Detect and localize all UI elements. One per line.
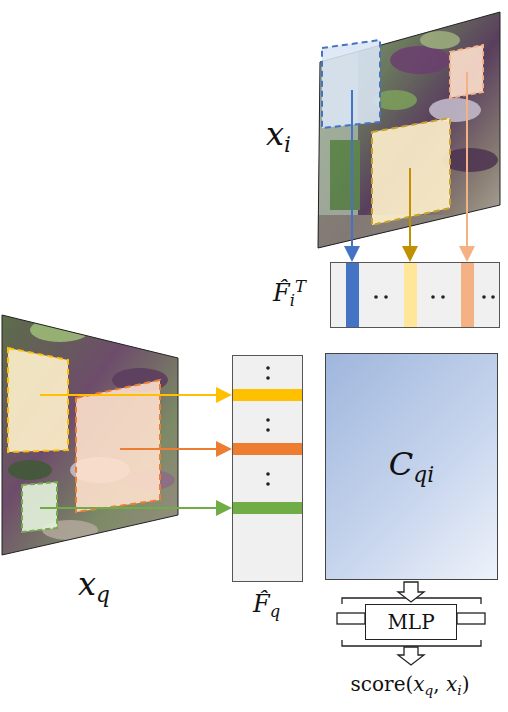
node-label: Cqi xyxy=(389,448,434,485)
flow-arrow xyxy=(398,582,424,602)
node-label: F̂iT xyxy=(273,279,306,309)
node-label: score(xq, xi) xyxy=(351,674,470,698)
feature-strip: F̂iT xyxy=(330,262,500,328)
node-label: xq xyxy=(78,568,110,605)
query-image-xi: xi xyxy=(318,10,502,250)
query-image-xq: xq xyxy=(2,312,180,558)
feature-strip: F̂q xyxy=(232,355,303,582)
correlation-matrix: Cqi xyxy=(325,353,498,580)
node-label: xi xyxy=(266,118,291,155)
mlp-box: MLP xyxy=(365,604,457,640)
node-label: F̂q xyxy=(253,592,280,620)
node-label: MLP xyxy=(387,612,434,632)
score-output: score(xq, xi) xyxy=(348,672,475,702)
flow-arrow xyxy=(398,647,424,665)
